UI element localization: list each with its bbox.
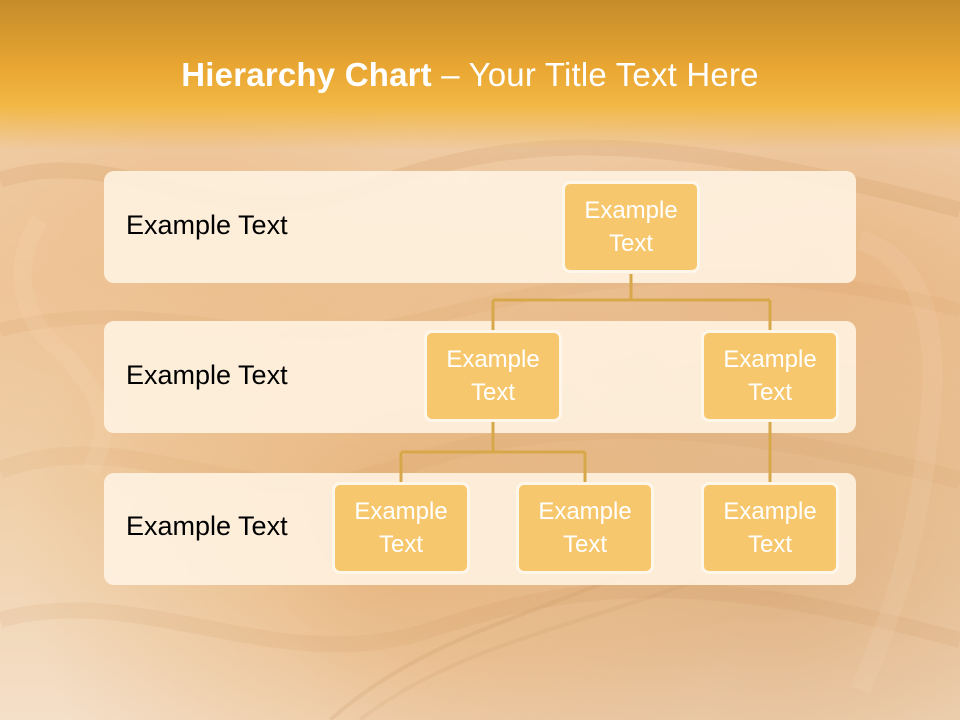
node-root-text: Example Text: [584, 197, 678, 257]
node-level3-left: Example Text: [332, 482, 470, 574]
title-rest: – Your Title Text Here: [431, 56, 759, 93]
title-bold: Hierarchy Chart: [181, 56, 432, 93]
level-band-1: [104, 171, 856, 283]
node-level2-right-text: Example Text: [723, 346, 817, 406]
node-level3-right: Example Text: [701, 482, 839, 574]
node-level3-middle: Example Text: [516, 482, 654, 574]
node-level2-right: Example Text: [701, 330, 839, 422]
node-root: Example Text: [562, 181, 700, 273]
header-bar: [0, 0, 960, 150]
node-level3-middle-text: Example Text: [538, 498, 632, 558]
node-level2-left-text: Example Text: [446, 346, 540, 406]
node-level3-left-text: Example Text: [354, 498, 448, 558]
level-label-3: Example Text: [126, 511, 288, 541]
node-level3-right-text: Example Text: [723, 498, 817, 558]
slide-title: Hierarchy Chart – Your Title Text Here: [0, 56, 940, 94]
node-level2-left: Example Text: [424, 330, 562, 422]
level-label-2: Example Text: [126, 360, 288, 390]
level-label-1: Example Text: [126, 210, 288, 240]
